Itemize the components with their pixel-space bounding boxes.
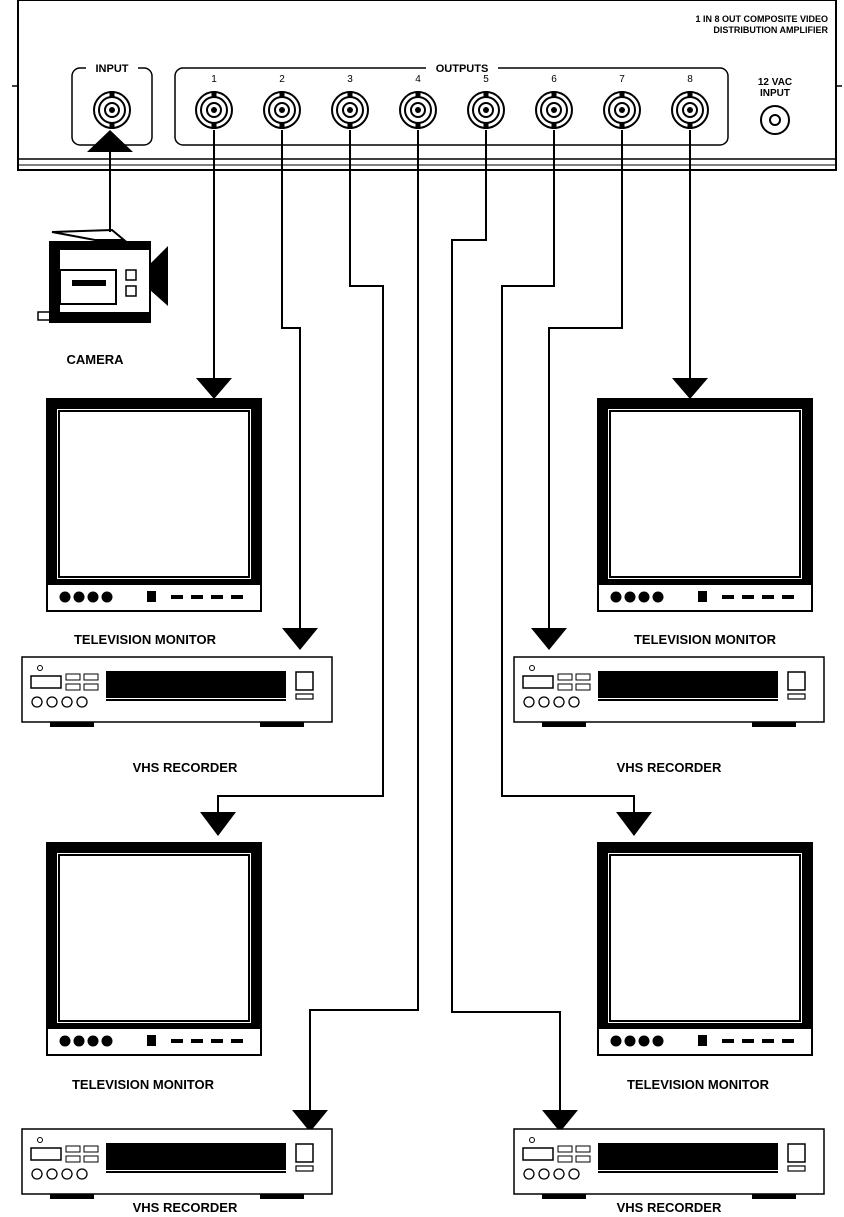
output-bnc-connector-7 [603, 90, 641, 130]
output-bnc-connector-1 [195, 90, 233, 130]
output-bnc-connector-5 [467, 90, 505, 130]
arrow-monitor-2 [672, 378, 708, 399]
output-number-7: 7 [619, 74, 625, 85]
monitor-label-4: TELEVISION MONITOR [627, 1077, 770, 1092]
cable-arrowheads [87, 130, 708, 1132]
output-number-2: 2 [279, 74, 285, 85]
output-number-4: 4 [415, 74, 421, 85]
output-number-8: 8 [687, 74, 693, 85]
output-bnc-connector-4 [399, 90, 437, 130]
arrow-vhs-4 [542, 1110, 578, 1132]
input-group-label: INPUT [96, 63, 129, 75]
cable-output-4 [309, 130, 419, 1110]
arrow-vhs-1 [282, 628, 318, 650]
cable-output-5 [451, 130, 561, 1110]
cable-lines [109, 130, 691, 1110]
power-input-label-line2: INPUT [760, 88, 790, 99]
distribution-amplifier: 1 IN 8 OUT COMPOSITE VIDEO DISTRIBUTION … [12, 0, 842, 171]
output-bnc-connector-3 [331, 90, 369, 130]
vhs-recorder-1 [21, 656, 333, 728]
monitor-label-1: TELEVISION MONITOR [74, 632, 217, 647]
arrow-monitor-4 [616, 812, 652, 836]
camera-icon [37, 228, 168, 323]
cable-output-3 [217, 130, 384, 812]
amplifier-title-line1: 1 IN 8 OUT COMPOSITE VIDEO [695, 14, 828, 24]
arrow-vhs-3 [292, 1110, 328, 1132]
vhs-recorder-4 [513, 1128, 825, 1200]
output-bnc-connector-6 [535, 90, 573, 130]
output-number-6: 6 [551, 74, 557, 85]
vhs-recorder-3 [21, 1128, 333, 1200]
output-number-1: 1 [211, 74, 217, 85]
power-input-label-line1: 12 VAC [758, 77, 792, 88]
vhs-label-3: VHS RECORDER [133, 1200, 238, 1215]
vhs-label-1: VHS RECORDER [133, 760, 238, 775]
amplifier-title-line2: DISTRIBUTION AMPLIFIER [713, 25, 828, 35]
television-monitor-2 [597, 398, 813, 612]
vhs-recorder-2 [513, 656, 825, 728]
monitor-label-2: TELEVISION MONITOR [634, 632, 777, 647]
television-monitor-4 [597, 842, 813, 1056]
monitor-label-3: TELEVISION MONITOR [72, 1077, 215, 1092]
vhs-label-2: VHS RECORDER [617, 760, 722, 775]
arrow-monitor-1 [196, 378, 232, 399]
television-monitor-3 [46, 842, 262, 1056]
camera-label: CAMERA [66, 352, 124, 367]
cable-output-2 [281, 130, 301, 628]
cable-output-6 [501, 130, 635, 812]
arrow-monitor-3 [200, 812, 236, 836]
vhs-label-4: VHS RECORDER [617, 1200, 722, 1215]
output-number-5: 5 [483, 74, 489, 85]
output-connectors: 1 2 3 4 5 6 7 8 [195, 74, 709, 130]
input-bnc-connector [93, 90, 131, 130]
output-number-3: 3 [347, 74, 353, 85]
output-bnc-connector-2 [263, 90, 301, 130]
arrow-vhs-2 [531, 628, 567, 650]
television-monitor-1 [46, 398, 262, 612]
cable-output-7 [548, 130, 623, 628]
output-bnc-connector-8 [671, 90, 709, 130]
power-jack [760, 105, 790, 135]
arrow-input-up [87, 130, 133, 152]
outputs-group-label: OUTPUTS [436, 63, 489, 75]
